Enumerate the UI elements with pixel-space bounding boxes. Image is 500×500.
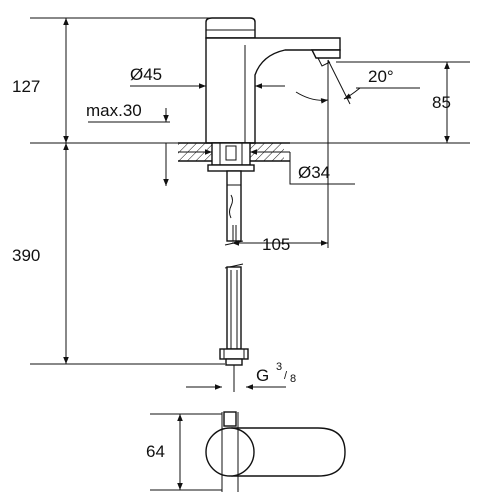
dim-85-label: 85 [432,93,451,112]
top-view-spout [231,427,346,477]
dim-64 [150,413,222,491]
dim-105-label: 105 [262,235,290,254]
dim-20-label: 20° [368,67,394,86]
thread-g-label: G [256,366,269,385]
thread-numerator: 3 [276,361,282,373]
push-button-cap [205,17,256,39]
supply-hose [219,170,249,392]
dim-angle-20 [295,59,420,143]
dim-45-label: Ø45 [130,65,162,84]
top-view-body [205,427,255,477]
dim-max-deck [88,108,170,186]
dim-390-label: 390 [12,246,40,265]
dim-105 [232,143,329,248]
dim-85 [336,61,470,143]
dim-diameter-34 [178,149,355,185]
faucet-column [205,37,341,144]
dim-34-label: Ø34 [298,163,330,182]
spout-outlet [310,49,341,59]
dim-64-label: 64 [146,442,165,461]
deck-section [178,142,290,172]
thread-denominator: 8 [290,373,296,385]
thread-slash: / [284,370,288,382]
top-view [205,411,346,492]
mounting-nut [207,164,255,172]
dim-127-label: 127 [12,77,40,96]
dim-max30-label: max.30 [86,101,142,120]
faucet-body [205,17,341,144]
